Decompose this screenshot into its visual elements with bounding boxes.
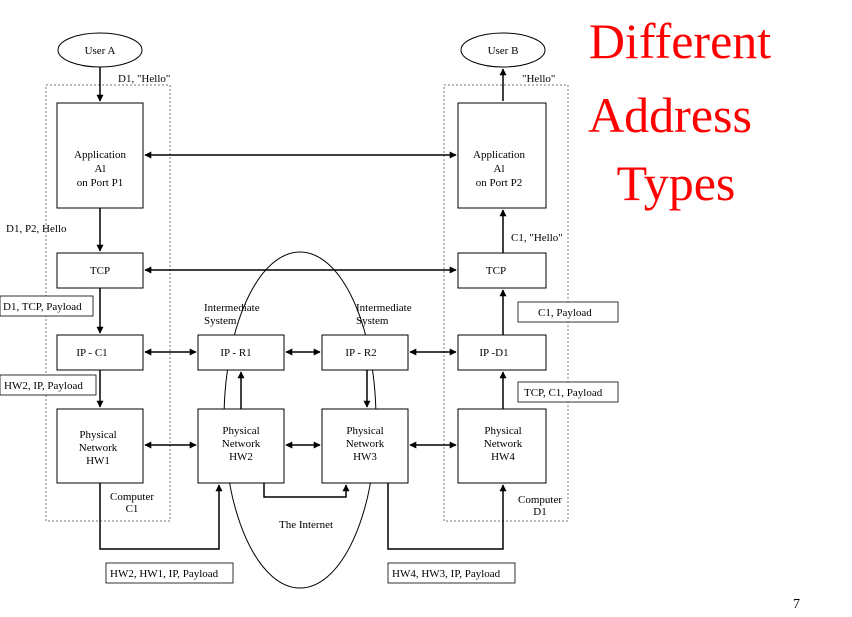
computer-c1-line-2: C1: [126, 503, 139, 515]
app-right-line-1: Application: [473, 149, 525, 161]
page-number: 7: [793, 597, 800, 612]
physical-hw1-line-2: Network: [79, 442, 118, 454]
msg-hw2-ip-payload-box: [0, 374, 97, 396]
msg-hw2-hw1-ip-payload: HW2, HW1, IP, Payload: [110, 568, 219, 580]
physical-hw1-line-1: Physical: [79, 429, 116, 441]
ip-r2-label: IP - R2: [345, 347, 376, 359]
intermediate-right-line-1: Intermediate: [356, 302, 412, 314]
internet-label: The Internet: [279, 519, 333, 531]
app-right-line-2: Al: [494, 163, 505, 175]
intermediate-right-line-2: System: [356, 315, 389, 327]
title-line-2: Address: [588, 87, 752, 143]
computer-c1-line-1: Computer: [110, 491, 154, 503]
intermediate-left-line-2: System: [204, 315, 237, 327]
ip-r1-box: [197, 334, 285, 371]
msg-hw4-hw3-ip-payload-box: [387, 562, 516, 584]
app-right-line-3: on Port P2: [476, 177, 522, 189]
physical-hw4-box: [457, 408, 547, 484]
msg-c1-payload-box: [517, 301, 619, 323]
app-left-line-1: Application: [74, 149, 126, 161]
app-left-line-3: on Port P1: [77, 177, 123, 189]
ip-r2-box: [321, 334, 409, 371]
arrow-hw1-hw2-wire: [99, 483, 223, 550]
physical-hw2-box: [197, 408, 285, 484]
ip-d1-box: [457, 334, 547, 371]
user-a-label: User A: [85, 45, 116, 57]
msg-d1-p2-hello: D1, P2, Hello: [6, 223, 67, 235]
physical-hw4-line-1: Physical: [484, 425, 521, 437]
msg-d1-tcp-payload: D1, TCP, Payload: [3, 301, 82, 313]
physical-hw3-line-1: Physical: [346, 425, 383, 437]
physical-hw2-line-3: HW2: [229, 451, 253, 463]
msg-c1-hello: C1, "Hello": [511, 232, 563, 244]
title-line-1: Different: [589, 13, 771, 69]
app-left-box: [56, 102, 144, 209]
arrow-hw3-hw4-wire: [387, 483, 507, 550]
computer-d1-line-1: Computer: [518, 494, 562, 506]
app-left-line-2: Al: [95, 163, 106, 175]
ip-c1-box: [56, 334, 144, 371]
app-right-box: [457, 102, 547, 209]
msg-tcp-c1-payload: TCP, C1, Payload: [524, 387, 603, 399]
tcp-right-label: TCP: [486, 265, 506, 277]
computer-d1-line-2: D1: [533, 506, 546, 518]
msg-hello-out: "Hello": [522, 73, 555, 85]
physical-hw3-box: [321, 408, 409, 484]
msg-d1-tcp-payload-box: [0, 295, 94, 317]
ip-c1-label: IP - C1: [76, 347, 107, 359]
physical-hw4-line-3: HW4: [491, 451, 515, 463]
tcp-left-label: TCP: [90, 265, 110, 277]
physical-hw3-line-2: Network: [346, 438, 385, 450]
physical-hw1-box: [56, 408, 144, 484]
user-b-label: User B: [488, 45, 519, 57]
msg-d1-hello: D1, "Hello": [118, 73, 170, 85]
user-b-node: [460, 32, 546, 68]
arrow-hw2-hw3-loop: [263, 483, 350, 498]
tcp-right-box: [457, 252, 547, 289]
ip-d1-label: IP -D1: [479, 347, 508, 359]
msg-tcp-c1-payload-box: [517, 381, 619, 403]
msg-hw4-hw3-ip-payload: HW4, HW3, IP, Payload: [392, 568, 501, 580]
msg-hw2-hw1-ip-payload-box: [105, 562, 234, 584]
physical-hw3-line-3: HW3: [353, 451, 377, 463]
title-line-3: Types: [617, 155, 736, 211]
physical-hw2-line-2: Network: [222, 438, 261, 450]
msg-c1-payload: C1, Payload: [538, 307, 592, 319]
physical-hw1-line-3: HW1: [86, 455, 110, 467]
ip-r1-label: IP - R1: [220, 347, 251, 359]
intermediate-left-line-1: Intermediate: [204, 302, 260, 314]
msg-hw2-ip-payload: HW2, IP, Payload: [4, 380, 83, 392]
physical-hw2-line-1: Physical: [222, 425, 259, 437]
physical-hw4-line-2: Network: [484, 438, 523, 450]
